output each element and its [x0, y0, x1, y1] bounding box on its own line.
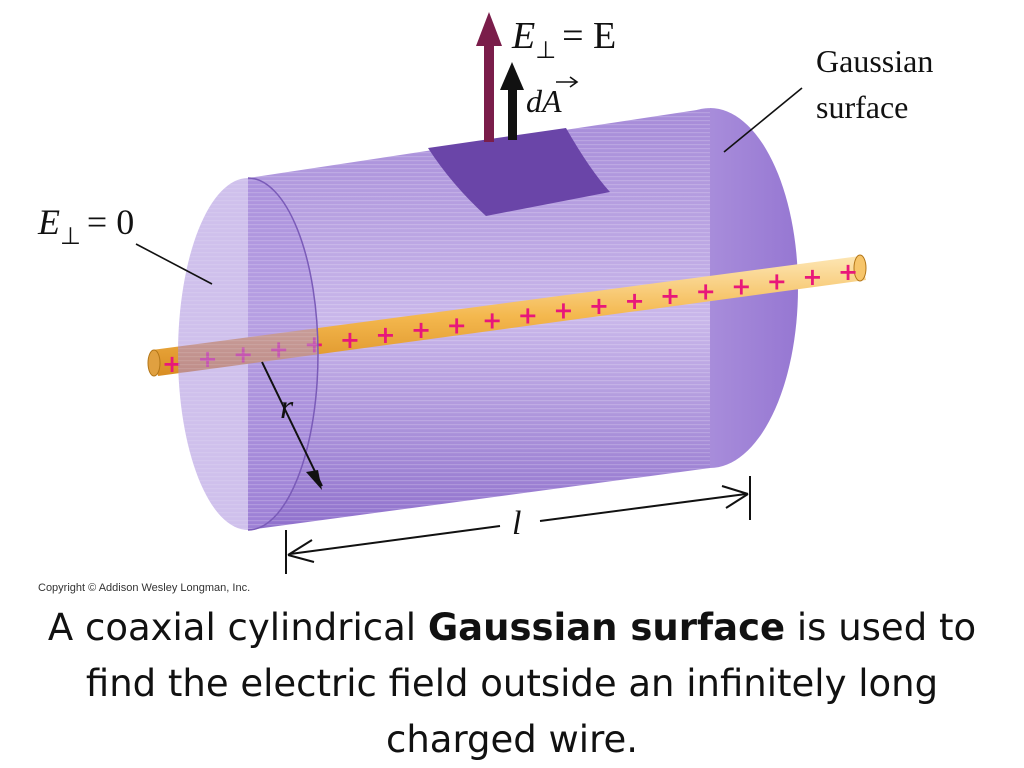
- length-label: l: [512, 505, 521, 542]
- e-perp-e-label: E⊥= E: [511, 15, 616, 64]
- gaussian-label-line2: surface: [816, 89, 908, 125]
- gaussian-label-line1: Gaussian: [816, 43, 933, 79]
- gaussian-leader-line: [723, 87, 803, 153]
- charge-plus: +: [696, 277, 716, 305]
- charge-plus: +: [624, 287, 644, 315]
- charge-plus: +: [731, 273, 751, 301]
- radius-label: r: [280, 389, 294, 426]
- charge-plus: +: [518, 302, 538, 330]
- da-arrow: [500, 62, 524, 140]
- charge-plus: +: [802, 263, 822, 291]
- gaussian-cylinder-diagram: ++++++++++++++++++++ r l E⊥= E dA Gaussi…: [37, 12, 933, 574]
- field-arrow: [476, 12, 502, 142]
- caption-part1: A coaxial cylindrical: [47, 606, 428, 649]
- da-label: dA: [526, 83, 562, 119]
- da-vector-mark: [556, 76, 579, 88]
- caption: A coaxial cylindrical Gaussian surface i…: [20, 600, 1004, 768]
- charge-plus: +: [660, 282, 680, 310]
- e-perp-zero-label: E⊥= 0: [37, 202, 134, 250]
- charge-plus: +: [553, 297, 573, 325]
- charge-plus: +: [340, 326, 360, 354]
- area-element-patch: [428, 128, 610, 216]
- charge-plus: +: [767, 268, 787, 296]
- charge-plus: +: [162, 350, 182, 378]
- radius-arrow: [261, 361, 323, 490]
- charge-plus: +: [411, 316, 431, 344]
- charged-wire: [147, 254, 867, 377]
- charge-plus: +: [589, 292, 609, 320]
- caption-bold: Gaussian surface: [427, 606, 786, 649]
- e-perp-zero-leader-line: [135, 243, 213, 285]
- charge-plus: +: [375, 321, 395, 349]
- copyright-notice: Copyright © Addison Wesley Longman, Inc.: [38, 582, 251, 594]
- charge-plus: +: [447, 311, 467, 339]
- charge-plus: +: [482, 306, 502, 334]
- caption-part2: is used to find the electric field outsi…: [85, 606, 977, 761]
- charge-plus: +: [838, 258, 858, 286]
- length-arrow: [285, 476, 751, 574]
